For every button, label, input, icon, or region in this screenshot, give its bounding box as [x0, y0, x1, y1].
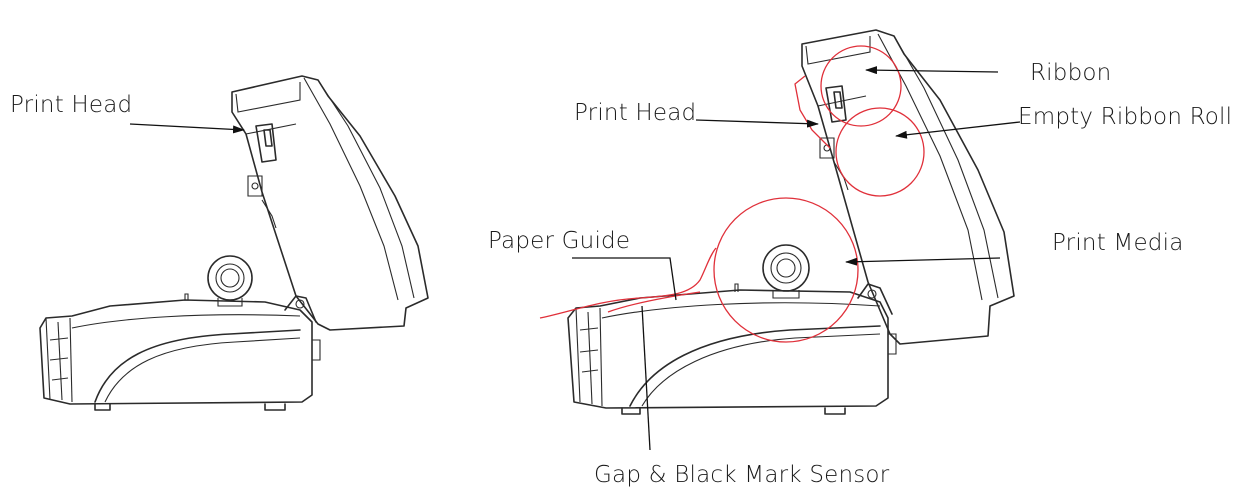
ribbon-arrow: [865, 66, 999, 75]
gap-sensor-leader: [641, 305, 651, 451]
gap-sensor-label: Gap & Black Mark Sensor: [594, 462, 890, 488]
paper-guide-label: Paper Guide: [488, 228, 631, 254]
empty-ribbon-roll-circle: [835, 107, 925, 197]
right-print-head-arrow: [695, 119, 819, 128]
print-media-circle: [713, 197, 859, 343]
right-print-head-label: Print Head: [574, 100, 697, 126]
left-printer: [39, 75, 429, 411]
ribbon-roll-circle: [820, 45, 902, 127]
paper-guide-leader: [572, 257, 677, 301]
right-printer: [539, 29, 1015, 415]
empty-ribbon-roll-label: Empty Ribbon Roll: [1018, 104, 1233, 130]
print-media-label: Print Media: [1052, 230, 1184, 256]
empty-ribbon-roll-arrow: [895, 121, 1021, 139]
left-print-head-label: Print Head: [10, 92, 133, 118]
print-media-arrow: [845, 257, 1001, 266]
ribbon-label: Ribbon: [1030, 60, 1112, 86]
left-print-head-arrow: [129, 123, 245, 134]
